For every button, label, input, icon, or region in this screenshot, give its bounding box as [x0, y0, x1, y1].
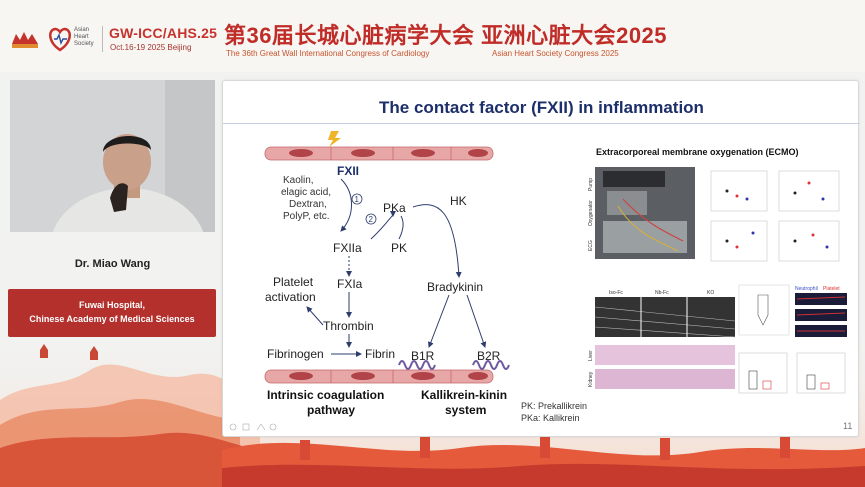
neutrophil-label: Neutrophil	[795, 286, 818, 292]
hk-label: HK	[450, 194, 467, 208]
histology-panels: Iso-Fc Nb-Fc KO Liver Kidney Neutrophil …	[588, 284, 847, 394]
conference-dates: Oct.16-19 2025 Beijing	[110, 43, 192, 52]
speaker-name: Dr. Miao Wang	[74, 258, 151, 270]
kk-system-label-1: Kallikrein-kinin	[421, 388, 507, 402]
fxiia-label: FXIIa	[333, 241, 362, 255]
heart-logo-icon	[49, 27, 71, 52]
conference-title-en-ahs: Asian Heart Society Congress 2025	[492, 49, 619, 58]
ecmo-dot-plots	[710, 170, 840, 262]
b1r-receptor-icon	[398, 360, 436, 370]
col-label-ko: KO	[707, 290, 714, 296]
row-label-kidney: Kidney	[588, 371, 594, 387]
presentation-toolbar[interactable]	[229, 421, 319, 433]
affiliation-line-2: Chinese Academy of Medical Sciences	[29, 314, 195, 324]
damage-lightning-icon	[328, 131, 341, 147]
b2r-receptor-icon	[472, 360, 510, 370]
intrinsic-pathway-label-1: Intrinsic coagulation	[267, 388, 384, 402]
legend-pk: PK: Prekallikrein	[521, 401, 587, 411]
platelet-label-1: Platelet	[273, 275, 314, 289]
ecmo-photo-panel: Pump Oxygenator ECG	[588, 167, 695, 259]
col-label-isofc: Iso-Fc	[609, 290, 623, 296]
affiliation-line-1: Fuwai Hospital,	[78, 300, 145, 310]
conference-title-en-gw: The 36th Great Wall International Congre…	[226, 49, 430, 58]
row-label-liver: Liver	[588, 350, 594, 361]
title-rule	[223, 123, 860, 124]
legend-pka: PKa: Kallikrein	[521, 413, 580, 423]
brand-divider	[102, 26, 103, 52]
gw-icc-logo-icon	[12, 32, 38, 48]
kk-system-label-2: system	[445, 403, 486, 417]
activator-3: Dextran,	[289, 199, 327, 210]
endothelium-bottom	[264, 369, 494, 384]
thrombin-label: Thrombin	[323, 319, 374, 333]
row-label-oxygenator: Oxygenator	[588, 200, 594, 226]
step-1-label: 1	[355, 195, 360, 204]
ecmo-figure-title: Extracorporeal membrane oxygenation (ECM…	[596, 147, 799, 157]
slide-number: 11	[843, 421, 853, 431]
activator-4: PolyP, etc.	[283, 211, 330, 222]
col-label-nbfc: Nb-Fc	[655, 290, 669, 296]
fxia-label: FXIa	[337, 277, 363, 291]
conference-title-cn: 第36届长城心脏病学大会 亚洲心脏大会2025	[224, 23, 668, 48]
platelet-stain-label: Platelet	[823, 286, 840, 292]
row-label-pump: Pump	[588, 178, 594, 191]
speaker-video-feed[interactable]	[10, 80, 215, 232]
pk-label: PK	[391, 241, 407, 255]
row-label-ecg: ECG	[588, 240, 594, 251]
step-2-label: 2	[369, 215, 374, 224]
activator-1: Kaolin,	[283, 175, 314, 186]
b1r-label: B1R	[411, 349, 435, 363]
fibrinogen-label: Fibrinogen	[267, 347, 324, 361]
conference-header: Asian Heart Society GW-ICC/AHS.25 Oct.16…	[0, 0, 865, 72]
activator-2: elagic acid,	[281, 187, 331, 198]
speaker-silhouette-icon	[10, 80, 215, 232]
endothelium-top	[264, 146, 494, 161]
b2r-label: B2R	[477, 349, 501, 363]
platelet-label-2: activation	[265, 290, 316, 304]
pka-label: PKa	[383, 201, 406, 215]
ahs-label: Asian Heart Society	[74, 27, 94, 47]
conference-code: GW-ICC/AHS.25	[109, 25, 218, 41]
affiliation-banner	[8, 289, 216, 337]
presentation-slide: The contact factor (FXII) in inflammatio…	[222, 80, 860, 437]
bradykinin-label: Bradykinin	[427, 280, 483, 294]
fxii-pathway-diagram: FXII Kaolin, elagic acid, Dextran, PolyP…	[264, 131, 847, 423]
slide-title: The contact factor (FXII) in inflammatio…	[379, 98, 704, 117]
fibrin-label: Fibrin	[365, 347, 395, 361]
intrinsic-pathway-label-2: pathway	[307, 403, 355, 417]
fxii-label: FXII	[337, 164, 359, 178]
